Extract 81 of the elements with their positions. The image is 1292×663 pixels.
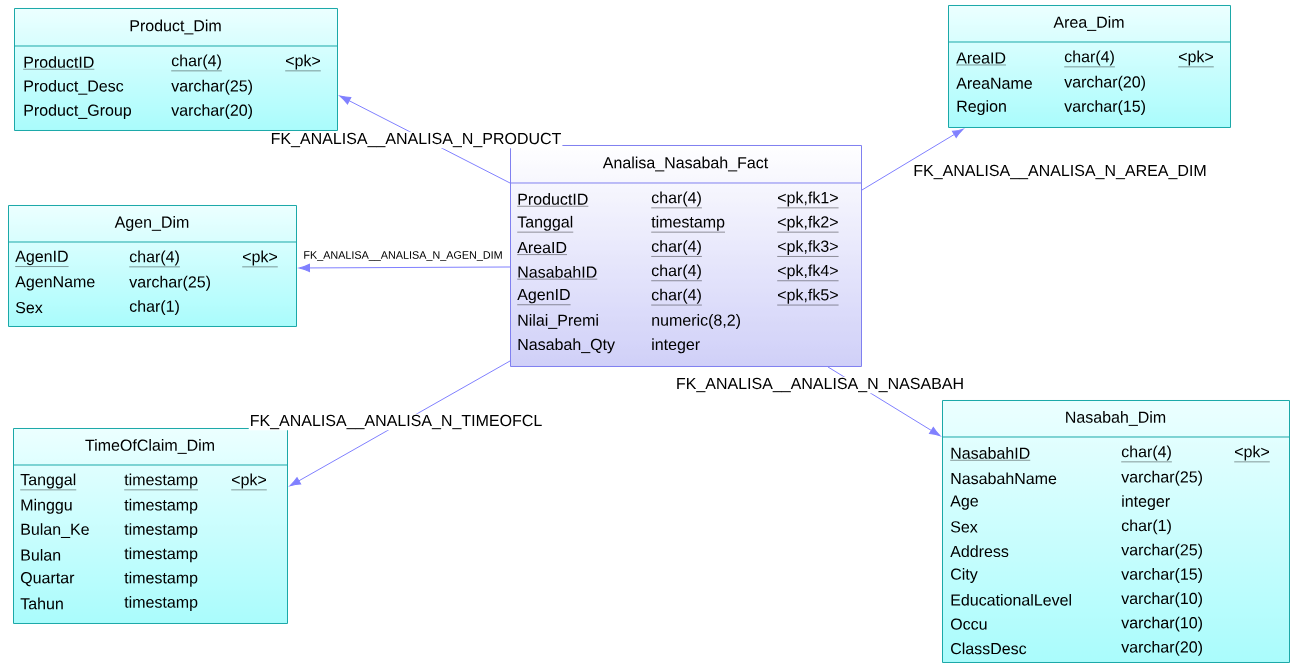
- field-name: Bulan: [21, 549, 61, 561]
- data-type: varchar(15): [1064, 100, 1145, 116]
- edge-label: FK_ANALISA__ANALISA_N_AREA_DIM: [912, 163, 1208, 181]
- field-name: EducationalLevel: [951, 593, 1071, 606]
- field-name: NasabahID: [950, 447, 1031, 461]
- data-type: varchar(10): [1121, 616, 1202, 632]
- key-label: <pk,fk4>: [777, 264, 839, 281]
- field-name: AgenName: [15, 276, 95, 291]
- data-type: char(4): [129, 250, 181, 268]
- arrow: [827, 366, 941, 437]
- data-type: char(4): [171, 54, 223, 72]
- data-type: char(4): [651, 240, 703, 257]
- data-type: timestamp: [124, 498, 198, 514]
- field-name: Bulan_Ke: [21, 523, 89, 538]
- field-name: Quartar: [20, 572, 75, 587]
- data-type: timestamp: [124, 523, 198, 539]
- field-name: Tahun: [20, 597, 63, 610]
- data-type: numeric(8,2): [652, 314, 740, 329]
- field-name: Sex: [15, 301, 43, 314]
- field-name: Minggu: [21, 498, 72, 514]
- data-type: char(4): [651, 288, 703, 306]
- field-name: Product_Group: [24, 104, 132, 120]
- data-type: char(4): [651, 191, 703, 209]
- field-name: Nasabah_Qty: [518, 338, 615, 354]
- data-type: char(1): [1121, 519, 1171, 535]
- data-type: integer: [1122, 495, 1170, 511]
- data-type: varchar(20): [171, 104, 252, 120]
- field-name: AreaName: [956, 77, 1032, 89]
- field-name: Region: [957, 100, 1006, 116]
- data-type: char(4): [1064, 50, 1116, 68]
- key-label: <pk,fk2>: [777, 215, 839, 233]
- key-label: <pk>: [285, 54, 321, 72]
- field-name: AreaID: [956, 52, 1007, 66]
- data-type: timestamp: [124, 547, 198, 563]
- key-label: <pk>: [242, 250, 278, 268]
- field-name: Sex: [950, 521, 978, 533]
- arrow: [298, 263, 511, 273]
- arrow: [861, 128, 964, 191]
- field-name: ProductID: [517, 193, 589, 207]
- data-type: varchar(20): [1121, 640, 1202, 656]
- field-name: Product_Desc: [24, 79, 124, 95]
- field-name: ClassDesc: [951, 642, 1027, 655]
- field-name: Occu: [950, 618, 987, 630]
- key-label: <pk,fk3>: [777, 240, 839, 257]
- field-name: AgenID: [15, 250, 69, 267]
- data-type: timestamp: [651, 215, 726, 233]
- key-label: <pk>: [1178, 50, 1214, 68]
- data-type: char(4): [1121, 445, 1173, 463]
- data-type: varchar(20): [1064, 75, 1145, 91]
- field-name: Tanggal: [20, 473, 77, 491]
- field-name: Nilai_Premi: [518, 314, 598, 329]
- data-type: varchar(25): [171, 79, 252, 95]
- edge-label: FK_ANALISA__ANALISA_N_PRODUCT: [269, 131, 563, 149]
- data-type: varchar(25): [1121, 543, 1202, 559]
- data-type: varchar(25): [1121, 470, 1202, 486]
- field-name: NasabahName: [951, 472, 1057, 485]
- field-name: AreaID: [517, 242, 568, 255]
- data-type: char(4): [651, 264, 703, 281]
- data-type: varchar(15): [1121, 568, 1202, 583]
- key-label: <pk>: [231, 473, 267, 491]
- data-type: integer: [652, 338, 700, 354]
- arrow: [289, 360, 511, 487]
- key-label: <pk,fk5>: [777, 288, 839, 306]
- field-name: Tanggal: [517, 215, 574, 233]
- data-type: char(1): [129, 300, 179, 316]
- data-type: timestamp: [124, 596, 198, 611]
- field-name: Address: [950, 545, 1009, 558]
- data-type: varchar(25): [129, 275, 210, 291]
- data-type: timestamp: [124, 571, 198, 587]
- field-name: City: [951, 568, 978, 583]
- field-name: AgenID: [517, 289, 571, 305]
- field-name: Age: [950, 495, 978, 510]
- key-label: <pk>: [1234, 445, 1270, 463]
- key-label: <pk,fk1>: [777, 191, 839, 209]
- data-type: timestamp: [124, 473, 199, 491]
- edge-label: FK_ANALISA__ANALISA_N_AGEN_DIM: [302, 250, 504, 262]
- edge-label: FK_ANALISA__ANALISA_N_TIMEOFCL: [248, 413, 544, 431]
- field-name: NasabahID: [517, 266, 598, 280]
- edge-label: FK_ANALISA__ANALISA_N_NASABAH: [674, 376, 966, 394]
- data-type: varchar(10): [1121, 592, 1202, 608]
- field-name: ProductID: [23, 56, 95, 70]
